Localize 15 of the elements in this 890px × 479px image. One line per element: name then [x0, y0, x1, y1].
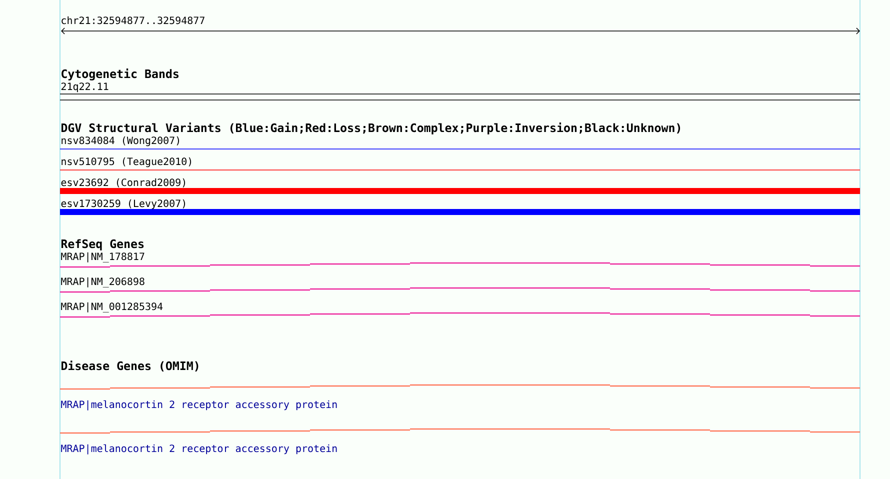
- track-label: esv1730259 (Levy2007): [61, 199, 186, 210]
- track-label: 21q22.11: [61, 82, 108, 92]
- track-heading: RefSeq Genes: [61, 239, 144, 250]
- track-label: esv23692 (Conrad2009): [61, 178, 186, 188]
- coordinate-label: chr21:32594877..32594877: [62, 16, 204, 24]
- track-heading: Cytogenetic Bands: [62, 68, 178, 80]
- track-label: MRAP|melanocortin 2 receptor accessory protein: [61, 400, 337, 410]
- track-label: MRAP|NM_206898: [61, 277, 144, 288]
- track-label: MRAP|NM_001285394: [61, 302, 163, 312]
- track-label: MRAP|melanocortin 2 receptor accessory protein: [61, 444, 337, 454]
- track-heading: Disease Genes (OMIM): [61, 360, 198, 372]
- track-label: nsv834084 (Wong2007): [62, 136, 180, 146]
- track-label: nsv510795 (Teague2010): [62, 157, 192, 168]
- track-heading: DGV Structural Variants (Blue:Gain;Red:Loss;Brown:Complex;Purple:Inversion;Black:Unknown): [61, 122, 680, 134]
- track-label: MRAP|NM_178817: [61, 252, 144, 262]
